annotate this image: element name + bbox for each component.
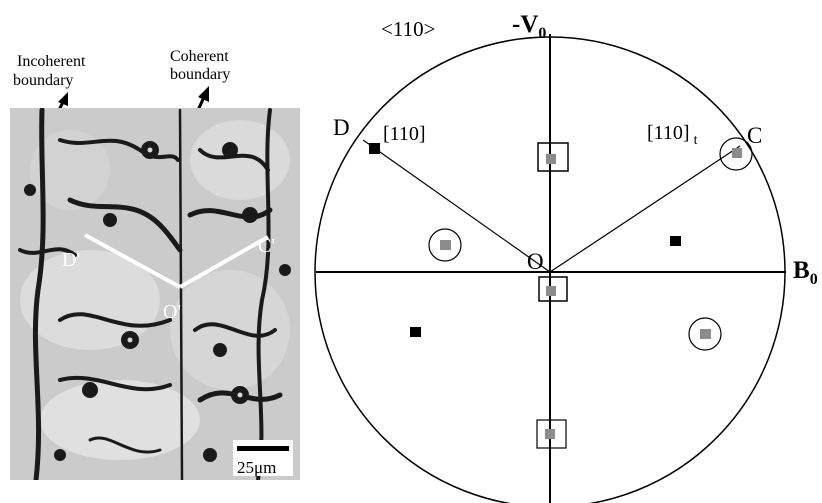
- pole-gray-top: [546, 154, 556, 164]
- coherent-boundary-label-line1: Coherent: [170, 48, 229, 65]
- micrograph-point-o: O': [163, 301, 181, 323]
- pole-gray-left: [440, 240, 451, 250]
- scale-bar: 25μm: [233, 440, 293, 477]
- pole-c-index: [110]t: [647, 122, 698, 148]
- pole-gray-bottom: [545, 429, 555, 439]
- zone-axis-label: <110>: [381, 17, 435, 41]
- micrograph-panel: Incoherent boundary Coherent boundary: [10, 48, 300, 480]
- pole-gray-center: [546, 286, 556, 296]
- micrograph-point-d: D': [62, 249, 80, 271]
- circle-marker-right: [688, 317, 722, 351]
- micrograph-point-c: C': [258, 235, 275, 257]
- circle-marker-c: [719, 137, 753, 171]
- pole-point-c: C: [747, 123, 762, 148]
- incoherent-boundary-label-line2: boundary: [13, 72, 73, 89]
- trace-oc: [549, 145, 741, 273]
- square-marker-bottom: [536, 419, 567, 449]
- trace-od: [362, 139, 551, 273]
- square-marker-center: [538, 276, 568, 302]
- pole-c-subscript: t: [694, 133, 698, 148]
- pole-figure: <110> -V0 B0 O D [110] C [110]t: [314, 11, 818, 503]
- top-axis-subscript: 0: [538, 25, 546, 42]
- square-marker-top: [537, 142, 569, 172]
- coherent-boundary-label-line2: boundary: [170, 66, 230, 83]
- pole-gray-c: [732, 148, 742, 158]
- pole-gray-right: [700, 329, 711, 339]
- pole-black-right: [670, 236, 681, 246]
- micrograph-image: [10, 108, 300, 480]
- center-label: O: [527, 249, 544, 274]
- circle-marker-left: [428, 228, 462, 262]
- pole-point-d: D: [333, 115, 350, 140]
- top-axis-label: -V0: [512, 11, 546, 42]
- trace-lines: [84, 233, 269, 289]
- scale-bar-label: 25μm: [237, 458, 276, 477]
- pole-d-index: [110]: [383, 123, 426, 145]
- incoherent-boundary-label-line1: Incoherent: [17, 53, 86, 70]
- pole-black-lower-left: [410, 327, 421, 337]
- right-axis-label: B0: [793, 257, 818, 288]
- right-axis-subscript: 0: [810, 271, 818, 288]
- pole-black-d: [369, 143, 380, 154]
